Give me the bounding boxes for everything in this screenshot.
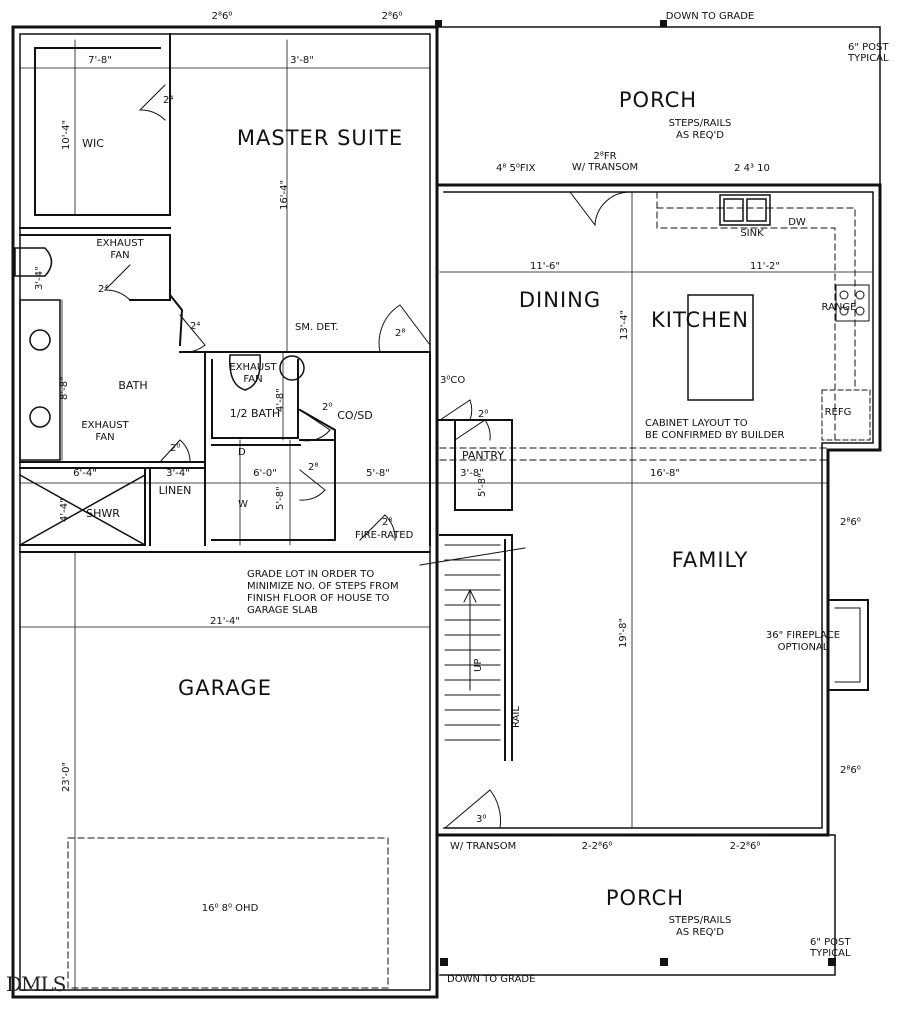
dimension-label: 5'-8" bbox=[477, 473, 488, 497]
bath-fixtures bbox=[14, 247, 305, 547]
door-label: 2⁸ bbox=[308, 462, 319, 473]
room-porch-top: PORCH bbox=[618, 88, 698, 112]
door-label: 2⁰ bbox=[478, 409, 489, 420]
window-label: 2⁸6⁰ bbox=[840, 517, 861, 528]
door-label: 2⁴ bbox=[190, 321, 201, 332]
room-co-sd: CO/SD bbox=[337, 409, 373, 422]
dimension-label: 3'-8" bbox=[290, 55, 314, 66]
dimension-label: 11'-2" bbox=[749, 261, 781, 272]
note-up: UP bbox=[473, 658, 484, 672]
door-label: 2⁴ bbox=[98, 284, 109, 295]
dimension-label: 8'-8" bbox=[59, 376, 70, 400]
room-master-suite: MASTER SUITE bbox=[236, 126, 404, 150]
dimension-label: 10'-4" bbox=[61, 119, 72, 150]
note-sm-det: SM. DET. bbox=[295, 322, 339, 333]
dimension-label: 19'-8" bbox=[618, 617, 629, 648]
stairs bbox=[444, 544, 501, 741]
note-down-to-grade-bottom: DOWN TO GRADE bbox=[447, 974, 536, 985]
note-refg: REFG bbox=[824, 407, 852, 418]
room-pantry: PANTRY bbox=[461, 449, 505, 462]
kitchen-counters bbox=[67, 191, 856, 989]
fireplace bbox=[827, 599, 869, 691]
range bbox=[835, 284, 870, 322]
note-transom-bottom: W/ TRANSOM bbox=[450, 841, 517, 852]
window-label: 2⁸6⁰ bbox=[211, 11, 233, 22]
note-rail: RAIL bbox=[511, 706, 522, 728]
dimension-label: 7'-8" bbox=[88, 55, 112, 66]
dimension-label: 3'-8" bbox=[460, 468, 484, 479]
door-label: 2⁰ bbox=[322, 402, 333, 413]
dimension-label: 3'-4" bbox=[166, 468, 190, 479]
note-sink: SINK bbox=[740, 228, 764, 239]
window-label: 2-2⁸6⁰ bbox=[581, 841, 613, 852]
room-bath: BATH bbox=[118, 379, 148, 392]
note-w: W bbox=[238, 499, 248, 510]
note-grade-lot: GRADE LOT IN ORDER TO MINIMIZE NO. OF ST… bbox=[247, 569, 399, 616]
room-family: FAMILY bbox=[671, 548, 749, 572]
note-d: D bbox=[238, 447, 246, 458]
mls-logo: DMLS bbox=[6, 972, 66, 996]
room-linen: LINEN bbox=[158, 484, 192, 497]
dimension-label: 6'-4" bbox=[73, 468, 97, 479]
door-label: 2⁴ bbox=[163, 95, 174, 106]
door-label: 3⁰ bbox=[476, 814, 487, 825]
door-label: 2⁸ bbox=[395, 328, 406, 339]
room-porch-bottom: PORCH bbox=[605, 886, 685, 910]
room-wic: WIC bbox=[82, 137, 104, 150]
dimension-label: 3'-4" bbox=[34, 266, 45, 290]
dimension-label: 4'-4" bbox=[59, 498, 70, 522]
note-fire-rated: FIRE-RATED bbox=[355, 530, 414, 541]
note-ohd: 16⁰ 8⁰ OHD bbox=[201, 903, 259, 914]
note-leader bbox=[419, 547, 526, 566]
note-cabinet: CABINET LAYOUT TO BE CONFIRMED BY BUILDE… bbox=[645, 418, 785, 441]
room-kitchen: KITCHEN bbox=[651, 308, 749, 332]
window-label: 2⁸6⁰ bbox=[381, 11, 403, 22]
note-exhaust-fan-2: EXHAUST FAN bbox=[229, 362, 277, 385]
dimension-label: 5'-8" bbox=[275, 486, 286, 510]
kitchen-island bbox=[687, 294, 754, 401]
refrigerator bbox=[821, 389, 871, 441]
window-label: 2⁸6⁰ bbox=[840, 765, 861, 776]
door-swings bbox=[103, 84, 631, 829]
porch-posts bbox=[435, 20, 836, 966]
room-half-bath: 1/2 BATH bbox=[229, 407, 281, 420]
dimension-label: 11'-6" bbox=[529, 261, 561, 272]
dimension-label: 5'-8" bbox=[366, 468, 390, 479]
dimension-label: 21'-4" bbox=[209, 616, 241, 627]
note-post-bottom: 6" POST TYPICAL bbox=[810, 937, 851, 959]
porch-outlines bbox=[436, 26, 881, 976]
window-label: 2 4³ 10 bbox=[734, 163, 770, 174]
kitchen-sink bbox=[719, 194, 771, 226]
note-transom-top: 2⁸FR W/ TRANSOM bbox=[571, 151, 639, 173]
dimension-label: 16'-8" bbox=[649, 468, 681, 479]
window-label: 2-2⁸6⁰ bbox=[729, 841, 761, 852]
dimension-label: 23'-0" bbox=[61, 761, 72, 792]
note-post-top: 6" POST TYPICAL bbox=[848, 42, 889, 64]
dimension-label: 16'-4" bbox=[279, 179, 290, 210]
door-label: 3⁰CO bbox=[440, 375, 466, 386]
dimension-label: 4'-8" bbox=[275, 388, 286, 412]
windows bbox=[12, 26, 829, 836]
note-down-to-grade-top: DOWN TO GRADE bbox=[665, 11, 755, 22]
interior-walls bbox=[19, 33, 513, 761]
dimension-label: 13'-4" bbox=[619, 309, 630, 340]
dimension-lines bbox=[19, 39, 874, 991]
note-fireplace: 36" FIREPLACE OPTIONAL bbox=[765, 630, 841, 653]
room-dining: DINING bbox=[518, 288, 602, 312]
note-steps-bottom: STEPS/RAILS AS REQ'D bbox=[668, 915, 732, 938]
dimension-label: 6'-0" bbox=[253, 468, 277, 479]
note-exhaust-fan-3: EXHAUST FAN bbox=[81, 420, 129, 443]
note-steps-top: STEPS/RAILS AS REQ'D bbox=[668, 118, 732, 141]
door-label: 2⁸ bbox=[382, 517, 393, 528]
door-label: 2⁰ bbox=[170, 443, 181, 454]
note-fix: 4⁸ 5⁰FIX bbox=[496, 163, 536, 174]
room-garage: GARAGE bbox=[178, 676, 272, 700]
room-shwr: SHWR bbox=[86, 507, 120, 520]
note-range: RANGE bbox=[821, 302, 857, 313]
note-exhaust-fan-1: EXHAUST FAN bbox=[96, 238, 144, 261]
note-dw: DW bbox=[788, 217, 806, 228]
